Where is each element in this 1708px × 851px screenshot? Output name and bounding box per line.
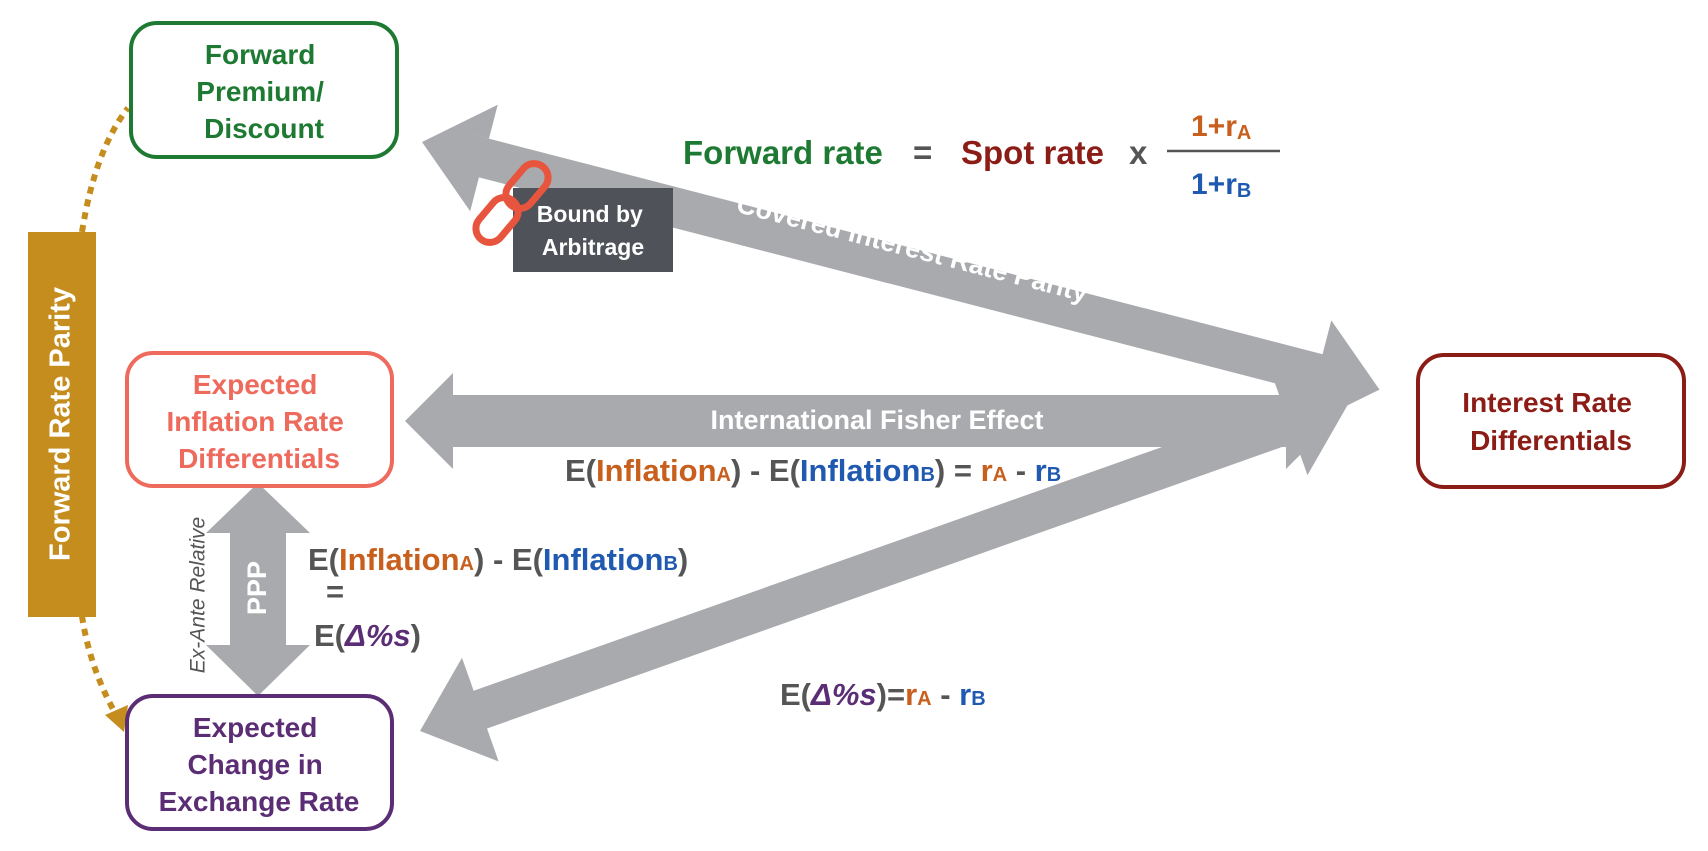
ex-ante-relative-label: Ex-Ante Relative [187, 517, 210, 673]
arbitrage-line-1: Bound by [537, 201, 643, 227]
forward-premium-line: Discount [204, 113, 324, 144]
numerator-base: 1+r [1191, 110, 1237, 143]
numerator-sub: A [1237, 122, 1251, 144]
fisher-infl-a: Inflation [596, 453, 717, 488]
uip-ra: r [905, 677, 917, 712]
interest-rate-line: Differentials [1470, 425, 1632, 456]
forward-rate-parity-label: Forward Rate Parity [45, 287, 77, 561]
expected-change-line: Change in [187, 749, 322, 780]
ppp-formula-line-3: E(Δ%s) [314, 618, 421, 653]
ppp-e1: E( [308, 542, 340, 577]
fisher-e1: E( [565, 453, 597, 488]
ppp-arrow: PPP [206, 483, 310, 696]
svg-text:Forward rate = Spo: Forward rate = Spot rate x [683, 134, 1148, 171]
fisher-rb-sub: B [1047, 464, 1061, 486]
expected-change-box: Expected Change in Exchange Rate [125, 694, 394, 831]
fisher-sub-a: A [717, 464, 731, 486]
ppp-formula-eq: = [326, 574, 344, 609]
forward-rate-parity-bar: Forward Rate Parity [28, 232, 96, 617]
ppp-delta-post: ) [411, 618, 421, 653]
fisher-formula: E(InflationA) - E(InflationB) = rA - rB [565, 453, 1061, 488]
fisher-infl-b: Inflation [800, 453, 921, 488]
denominator-sub: B [1237, 180, 1251, 202]
ppp-close-b: ) [678, 542, 688, 577]
uip-formula: E(Δ%s)=rA - rB [780, 677, 986, 712]
expected-change-line: Exchange Rate [159, 786, 360, 817]
uip-rb-sub: B [971, 688, 985, 710]
ppp-close-a: ) [474, 542, 484, 577]
fisher-close-b: ) [935, 453, 945, 488]
fisher-sub-b: B [920, 464, 934, 486]
fisher-ra-sub: A [993, 464, 1007, 486]
ppp-formula-line-1: E(InflationA) - E(InflationB) [308, 542, 688, 577]
expected-change-line: Expected [193, 712, 318, 743]
fisher-close-a: ) [731, 453, 741, 488]
uip-eq: = [887, 677, 905, 712]
svg-text:Bound by Arbitrage: Bound by Arbitrage [537, 201, 649, 260]
forward-parity-arrowhead [105, 705, 128, 732]
ppp-infl-b: Inflation [543, 542, 664, 577]
expected-inflation-box: Expected Inflation Rate Differentials [125, 351, 394, 488]
ppp-label: PPP [242, 561, 272, 615]
ppp-minus: - [484, 542, 512, 577]
interest-rate-line: Interest Rate [1462, 387, 1632, 418]
forward-rate-term: Forward rate [683, 134, 883, 171]
denominator-base: 1+r [1191, 168, 1237, 201]
forward-premium-box: Forward Premium/ Discount [129, 21, 399, 159]
uip-delta: Δ%s [810, 677, 877, 712]
interest-rate-box: Interest Rate Differentials [1416, 353, 1686, 489]
uip-pre: E( [780, 677, 812, 712]
forward-premium-line: Premium/ [196, 76, 324, 107]
ppp-delta-pre: E( [314, 618, 346, 653]
times-sign: x [1129, 134, 1148, 171]
svg-text:1+rA: 1+rA [1191, 110, 1251, 144]
fisher-effect-arrow: International Fisher Effect [405, 373, 1334, 469]
svg-text:Expected Change in: Expected Change in Exchange Rate [159, 712, 360, 817]
spot-rate-term: Spot rate [961, 134, 1104, 171]
fisher-ra: r [981, 453, 993, 488]
fisher-eq: = [945, 453, 980, 488]
forward-parity-dotted-up [79, 106, 131, 233]
expected-inflation-line: Differentials [178, 443, 340, 474]
fisher-minus: - [741, 453, 769, 488]
link-icon [472, 160, 552, 246]
expected-inflation-line: Expected [193, 369, 318, 400]
ppp-infl-a: Inflation [339, 542, 460, 577]
expected-inflation-line: Inflation Rate [166, 406, 343, 437]
uip-ra-sub: A [917, 688, 931, 710]
forward-premium-line: Forward [205, 39, 315, 70]
ppp-delta: Δ%s [344, 618, 411, 653]
forward-eq-sign: = [913, 134, 932, 171]
uip-post: ) [877, 677, 887, 712]
svg-text:Expected Inflation Rate: Expected Inflation Rate Differentials [166, 369, 351, 474]
uip-rb: r [959, 677, 971, 712]
ppp-sub-a: A [460, 553, 474, 575]
arbitrage-line-2: Arbitrage [542, 234, 644, 260]
fisher-e2: E( [769, 453, 801, 488]
arbitrage-badge: Bound by Arbitrage [513, 188, 673, 272]
fisher-minus-2: - [1007, 453, 1035, 488]
uip-minus: - [932, 677, 960, 712]
fisher-rb: r [1035, 453, 1047, 488]
ppp-e2: E( [512, 542, 544, 577]
svg-text:1+rB: 1+rB [1191, 168, 1251, 202]
fisher-effect-label: International Fisher Effect [710, 405, 1043, 435]
svg-text:Interest Rate Differenti: Interest Rate Differentials [1462, 387, 1639, 456]
ppp-sub-b: B [663, 553, 677, 575]
forward-parity-dotted-down [79, 615, 121, 720]
forward-rate-formula: Forward rate = Spot rate x 1+rA 1+rB [683, 110, 1280, 202]
svg-text:Forward Premium/ D: Forward Premium/ Discount [196, 39, 331, 144]
